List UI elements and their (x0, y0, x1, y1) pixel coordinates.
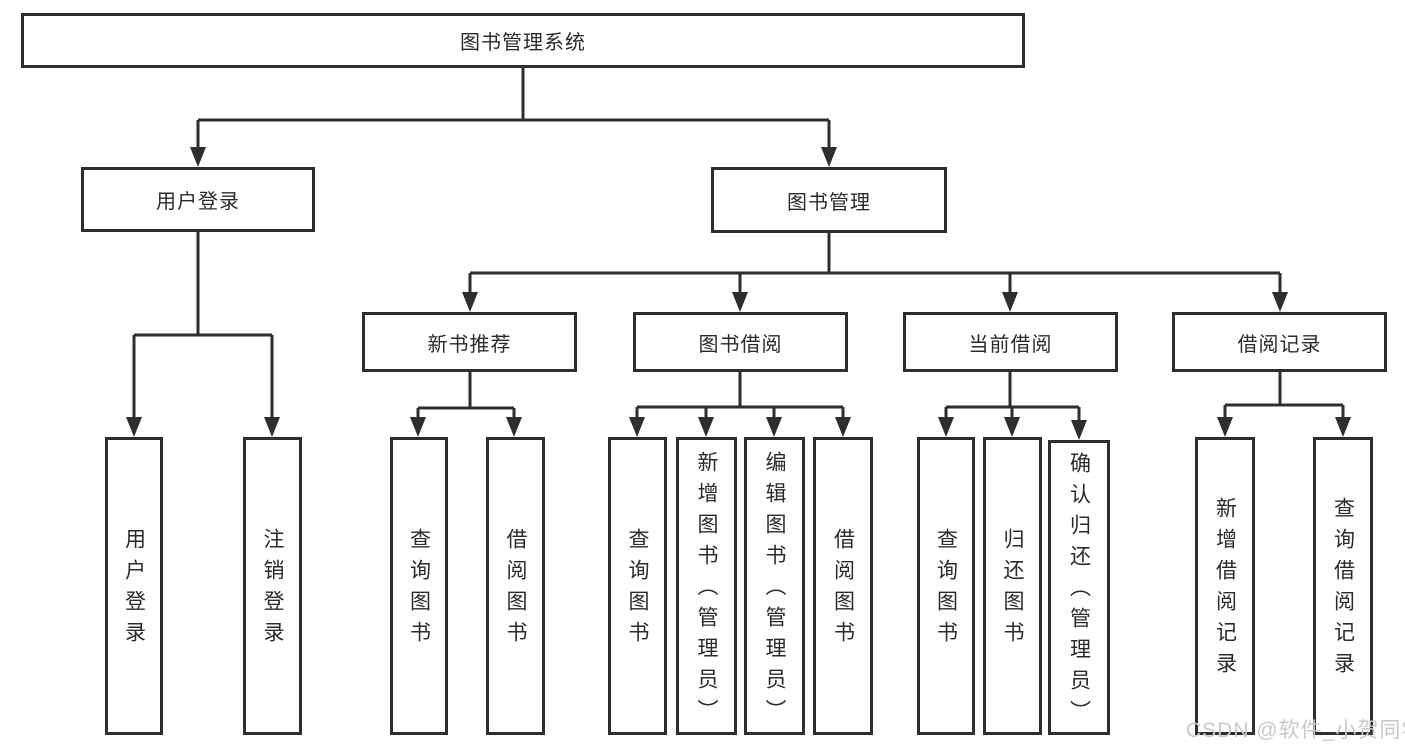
node-user-login: 用户登录 (81, 167, 315, 232)
node-book-borrow-label: 图书借阅 (698, 333, 783, 356)
node-book-management: 图书管理 (711, 167, 947, 233)
leaf-user-login-label: 用户登录 (122, 528, 146, 652)
leaf-record-add-label: 新增借阅记录 (1213, 497, 1237, 683)
node-new-book-recommend: 新书推荐 (362, 312, 577, 372)
node-root: 图书管理系统 (21, 13, 1025, 68)
watermark: CSDN @软件_小贺同学 (1186, 719, 1405, 742)
leaf-borrow-borrow: 借阅图书 (813, 437, 873, 735)
leaf-current-confirm-admin-label: 确认归还（管理员） (1067, 452, 1091, 731)
leaf-current-query: 查询图书 (917, 437, 975, 735)
leaf-borrow-add-admin-label: 新增图书（管理员） (695, 450, 718, 730)
leaf-logout: 注销登录 (243, 437, 302, 735)
leaf-borrow-edit-admin-label: 编辑图书（管理员） (763, 450, 786, 730)
leaf-newbook-query: 查询图书 (390, 437, 448, 735)
leaf-borrow-query-label: 查询图书 (626, 528, 649, 652)
leaf-record-add: 新增借阅记录 (1195, 437, 1255, 735)
leaf-current-return: 归还图书 (983, 437, 1042, 735)
leaf-logout-label: 注销登录 (261, 528, 284, 652)
leaf-borrow-add-admin: 新增图书（管理员） (676, 437, 737, 735)
leaf-borrow-edit-admin: 编辑图书（管理员） (744, 437, 805, 735)
leaf-current-query-label: 查询图书 (934, 528, 958, 652)
node-borrow-record-label: 借阅记录 (1237, 333, 1322, 356)
leaf-record-query: 查询借阅记录 (1313, 437, 1373, 735)
leaf-newbook-query-label: 查询图书 (407, 528, 431, 652)
leaf-current-confirm-admin: 确认归还（管理员） (1048, 440, 1110, 735)
node-book-management-label: 图书管理 (787, 191, 871, 214)
node-new-book-recommend-label: 新书推荐 (427, 333, 512, 356)
node-current-borrow: 当前借阅 (903, 312, 1118, 372)
leaf-newbook-borrow: 借阅图书 (486, 437, 545, 735)
node-borrow-record: 借阅记录 (1172, 312, 1387, 372)
node-user-login-label: 用户登录 (156, 191, 240, 213)
leaf-record-query-label: 查询借阅记录 (1331, 497, 1355, 683)
leaf-current-return-label: 归还图书 (1001, 528, 1024, 652)
leaf-user-login: 用户登录 (105, 437, 163, 735)
node-book-borrow: 图书借阅 (633, 312, 848, 372)
leaf-newbook-borrow-label: 借阅图书 (504, 528, 527, 652)
leaf-borrow-query: 查询图书 (608, 437, 667, 735)
leaf-borrow-borrow-label: 借阅图书 (831, 528, 855, 652)
node-root-label: 图书管理系统 (460, 32, 586, 54)
node-current-borrow-label: 当前借阅 (968, 333, 1053, 356)
